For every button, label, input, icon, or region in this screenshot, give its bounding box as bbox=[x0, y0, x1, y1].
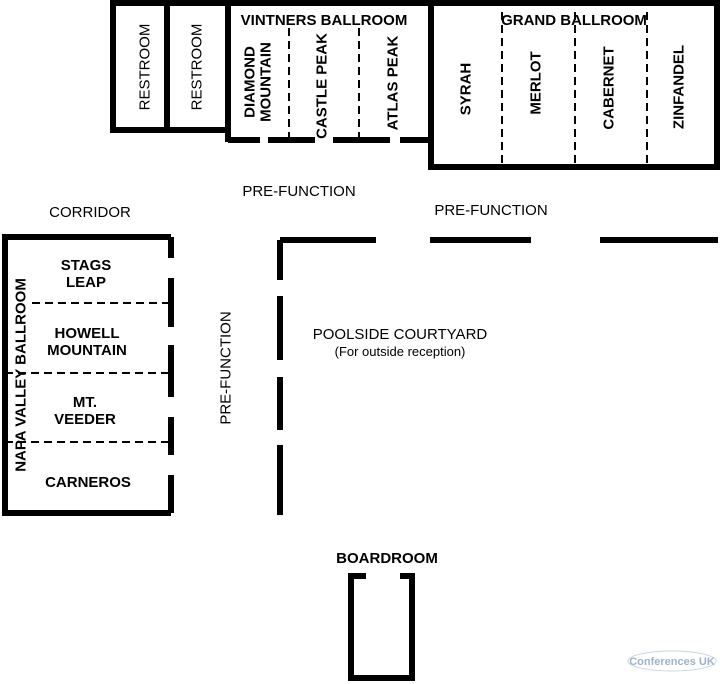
pre-function-right-label: PRE-FUNCTION bbox=[434, 202, 547, 219]
vintners-ballroom: VINTNERS BALLROOM DIAMOND MOUNTAIN CASTL… bbox=[225, 0, 434, 143]
syrah-label: SYRAH bbox=[458, 63, 475, 116]
grand-ballroom-label: GRAND BALLROOM bbox=[501, 12, 647, 29]
napa-valley-ballroom: NAPA VALLEY BALLROOM STAGS LEAP HOWELL M… bbox=[2, 234, 174, 516]
poolside-subtitle-label: (For outside reception) bbox=[335, 344, 466, 359]
watermark-logo: Conferences UK bbox=[627, 650, 717, 672]
restroom-2-label: RESTROOM bbox=[189, 24, 206, 111]
zinfandel-label: ZINFANDEL bbox=[671, 45, 688, 129]
corridor-label: CORRIDOR bbox=[49, 204, 131, 221]
grand-ballroom: GRAND BALLROOM SYRAH MERLOT CABERNET ZIN… bbox=[428, 0, 720, 170]
watermark-ellipse bbox=[627, 650, 717, 672]
napa-valley-ballroom-label: NAPA VALLEY BALLROOM bbox=[13, 278, 30, 472]
pre-function-top-label: PRE-FUNCTION bbox=[242, 183, 355, 200]
boardroom-label: BOARDROOM bbox=[336, 550, 438, 567]
poolside-courtyard-label: POOLSIDE COURTYARD bbox=[313, 326, 488, 343]
mt-veeder-label-2: VEEDER bbox=[54, 411, 116, 428]
stags-leap-label-1: STAGS bbox=[61, 257, 112, 274]
boardroom-outline bbox=[348, 573, 415, 681]
howell-mountain-label-1: HOWELL bbox=[55, 325, 120, 342]
pre-function-vertical-label: PRE-FUNCTION bbox=[218, 311, 235, 424]
restroom-block: RESTROOM RESTROOM bbox=[110, 0, 231, 133]
mt-veeder-label-1: MT. bbox=[73, 394, 97, 411]
castle-peak-label: CASTLE PEAK bbox=[314, 33, 331, 139]
cabernet-label: CABERNET bbox=[601, 46, 618, 129]
boardroom: BOARDROOM bbox=[336, 550, 438, 681]
poolside-courtyard: POOLSIDE COURTYARD (For outside receptio… bbox=[277, 237, 718, 515]
stags-leap-label-2: LEAP bbox=[66, 274, 106, 291]
vintners-ballroom-label: VINTNERS BALLROOM bbox=[241, 12, 408, 29]
diamond-mountain-label-2: MOUNTAIN bbox=[258, 42, 275, 122]
carneros-label: CARNEROS bbox=[45, 474, 131, 491]
grand-outer-wall bbox=[428, 0, 720, 170]
restroom-1-label: RESTROOM bbox=[137, 24, 154, 111]
napa-outer-wall bbox=[2, 234, 171, 516]
watermark-text: Conferences UK bbox=[629, 656, 715, 668]
restroom-outline bbox=[110, 0, 231, 133]
merlot-label: MERLOT bbox=[528, 51, 545, 114]
atlas-peak-label: ATLAS PEAK bbox=[385, 35, 402, 130]
howell-mountain-label-2: MOUNTAIN bbox=[47, 342, 127, 359]
diamond-mountain-label-1: DIAMOND bbox=[242, 46, 259, 118]
